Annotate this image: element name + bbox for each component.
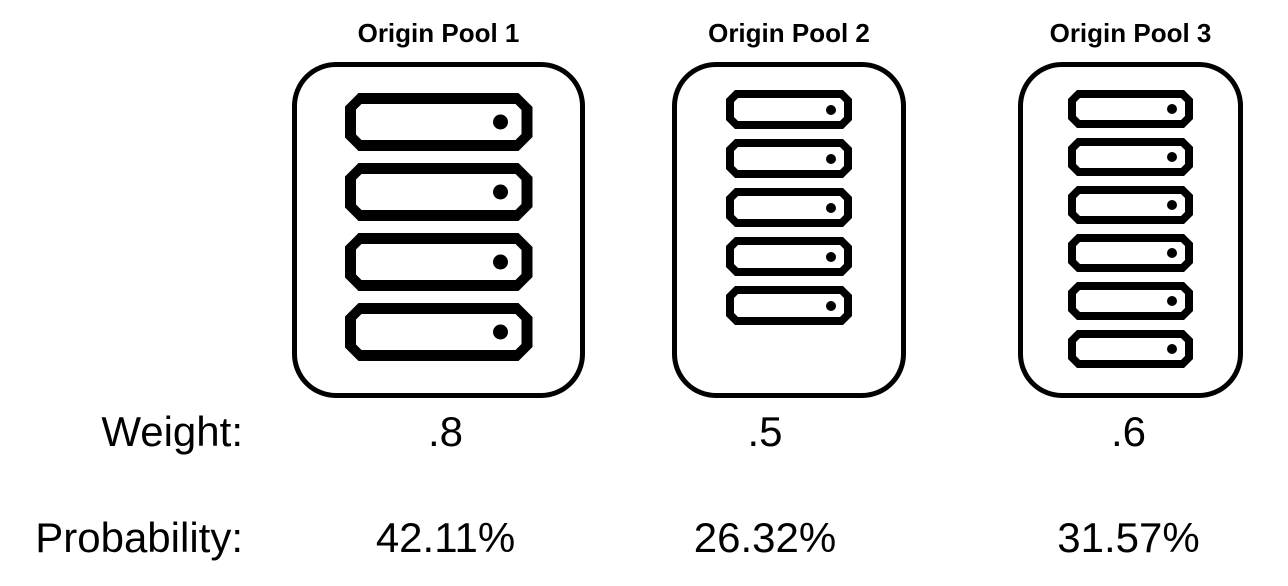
server-rack-unit-icon — [726, 90, 852, 129]
server-rack-unit-icon — [1068, 90, 1193, 128]
server-face — [1076, 242, 1185, 264]
server-led-dot-icon — [826, 301, 836, 311]
server-led-dot-icon — [826, 252, 836, 262]
origin-pool-2-box — [672, 62, 906, 398]
server-face — [1076, 290, 1185, 312]
server-rack-unit-icon — [1068, 282, 1193, 320]
pool-1-weight: .8 — [427, 408, 464, 455]
server-face — [734, 98, 844, 121]
server-rack-unit-icon — [345, 163, 533, 221]
server-rack-unit-icon — [345, 303, 533, 361]
server-face — [1076, 146, 1185, 168]
server-face — [734, 294, 844, 317]
pool-2-probability: 26.32% — [693, 514, 837, 561]
server-led-dot-icon — [1167, 200, 1177, 210]
server-face — [734, 245, 844, 268]
origin-pool-3-box — [1018, 62, 1243, 398]
server-face — [1076, 194, 1185, 216]
server-rack-unit-icon — [726, 286, 852, 325]
server-led-dot-icon — [1167, 344, 1177, 354]
pool-3-weight: .6 — [1110, 408, 1147, 455]
server-led-dot-icon — [493, 255, 508, 270]
server-rack-unit-icon — [345, 93, 533, 151]
pool-2-weight: .5 — [747, 408, 783, 455]
server-rack-unit-icon — [726, 237, 852, 276]
server-led-dot-icon — [493, 325, 508, 340]
server-rack-unit-icon — [726, 188, 852, 227]
pool-1-probability: 42.11% — [375, 514, 516, 561]
server-led-dot-icon — [493, 115, 508, 130]
server-led-dot-icon — [1167, 248, 1177, 258]
weight-row-label: Weight: — [101, 408, 243, 455]
server-rack-unit-icon — [726, 139, 852, 178]
server-rack-unit-icon — [1068, 186, 1193, 224]
origin-pool-1-box — [292, 62, 585, 398]
server-rack-unit-icon — [1068, 330, 1193, 368]
server-led-dot-icon — [1167, 152, 1177, 162]
server-rack-unit-icon — [1068, 234, 1193, 272]
server-led-dot-icon — [826, 105, 836, 115]
server-face — [1076, 338, 1185, 360]
server-rack — [297, 67, 580, 361]
server-rack-unit-icon — [345, 233, 533, 291]
pool-1-title: Origin Pool 1 — [357, 18, 520, 48]
server-led-dot-icon — [826, 203, 836, 213]
server-rack-unit-icon — [1068, 138, 1193, 176]
pool-3-probability: 31.57% — [1057, 514, 1200, 561]
server-led-dot-icon — [1167, 104, 1177, 114]
server-led-dot-icon — [1167, 296, 1177, 306]
probability-row-label: Probability: — [35, 514, 243, 561]
server-rack — [1023, 67, 1238, 368]
pool-2-title: Origin Pool 2 — [708, 18, 870, 48]
server-face — [1076, 98, 1185, 120]
server-rack — [677, 67, 901, 325]
pool-3-title: Origin Pool 3 — [1049, 18, 1212, 48]
server-led-dot-icon — [826, 154, 836, 164]
server-face — [734, 196, 844, 219]
server-face — [734, 147, 844, 170]
server-led-dot-icon — [493, 185, 508, 200]
